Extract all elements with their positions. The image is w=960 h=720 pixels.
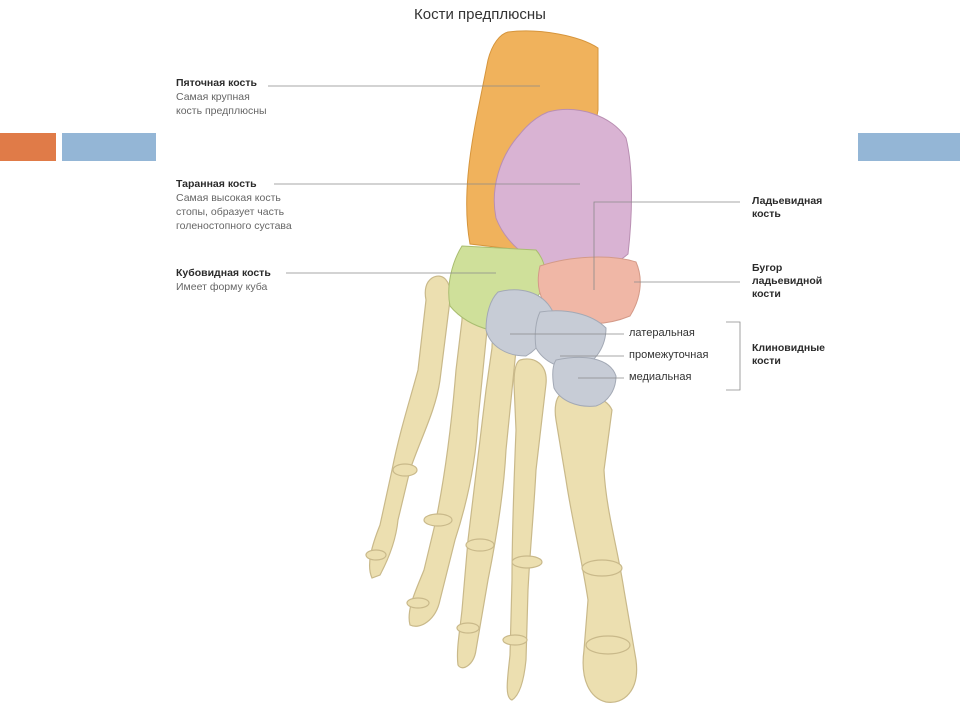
- label-talus-desc-3: голеностопного сустава: [176, 220, 292, 232]
- label-navicular: Ладьевидная кость: [752, 195, 822, 221]
- label-talus-desc-1: Самая высокая кость: [176, 192, 281, 204]
- label-cuneiform-intermediate: промежуточная: [629, 349, 709, 361]
- label-cuneiform-group: Клиновидные кости: [752, 342, 825, 368]
- label-calcaneus: Пяточная кость Самая крупная кость предп…: [176, 76, 267, 118]
- label-talus: Таранная кость Самая высокая кость стопы…: [176, 177, 292, 233]
- diagram-title: Кости предплюсны: [414, 6, 546, 23]
- label-talus-desc-2: стопы, образует часть: [176, 206, 285, 218]
- label-cuboid: Кубовидная кость Имеет форму куба: [176, 266, 271, 294]
- label-cuboid-desc-1: Имеет форму куба: [176, 281, 268, 293]
- accent-bar-blue-left: [62, 133, 156, 161]
- label-calcaneus-desc-1: Самая крупная: [176, 91, 250, 103]
- label-talus-name: Таранная кость: [176, 178, 257, 190]
- label-cuneiform-group-line-1: Клиновидные: [752, 342, 826, 354]
- label-tuberosity-line-2: ладьевидной: [752, 275, 823, 287]
- label-calcaneus-name: Пяточная кость: [176, 77, 257, 89]
- accent-bar-orange: [0, 133, 56, 161]
- accent-bar-blue-right: [858, 133, 960, 161]
- label-tuberosity-line-3: кости: [752, 288, 781, 300]
- label-navicular-line-2: кость: [752, 208, 781, 220]
- label-navicular-tuberosity: Бугор ладьевидной кости: [752, 262, 822, 301]
- cuneiform-bones: [485, 289, 617, 407]
- label-tuberosity-line-1: Бугор: [752, 262, 783, 274]
- label-cuneiform-lateral: латеральная: [629, 327, 695, 339]
- label-cuboid-name: Кубовидная кость: [176, 267, 271, 279]
- label-calcaneus-desc-2: кость предплюсны: [176, 105, 267, 117]
- metatarsals-and-phalanges: [365, 275, 638, 703]
- leader-lines: [268, 85, 741, 391]
- label-navicular-line-1: Ладьевидная: [752, 195, 823, 207]
- label-cuneiform-medial: медиальная: [629, 371, 692, 383]
- label-cuneiform-group-line-2: кости: [752, 355, 781, 367]
